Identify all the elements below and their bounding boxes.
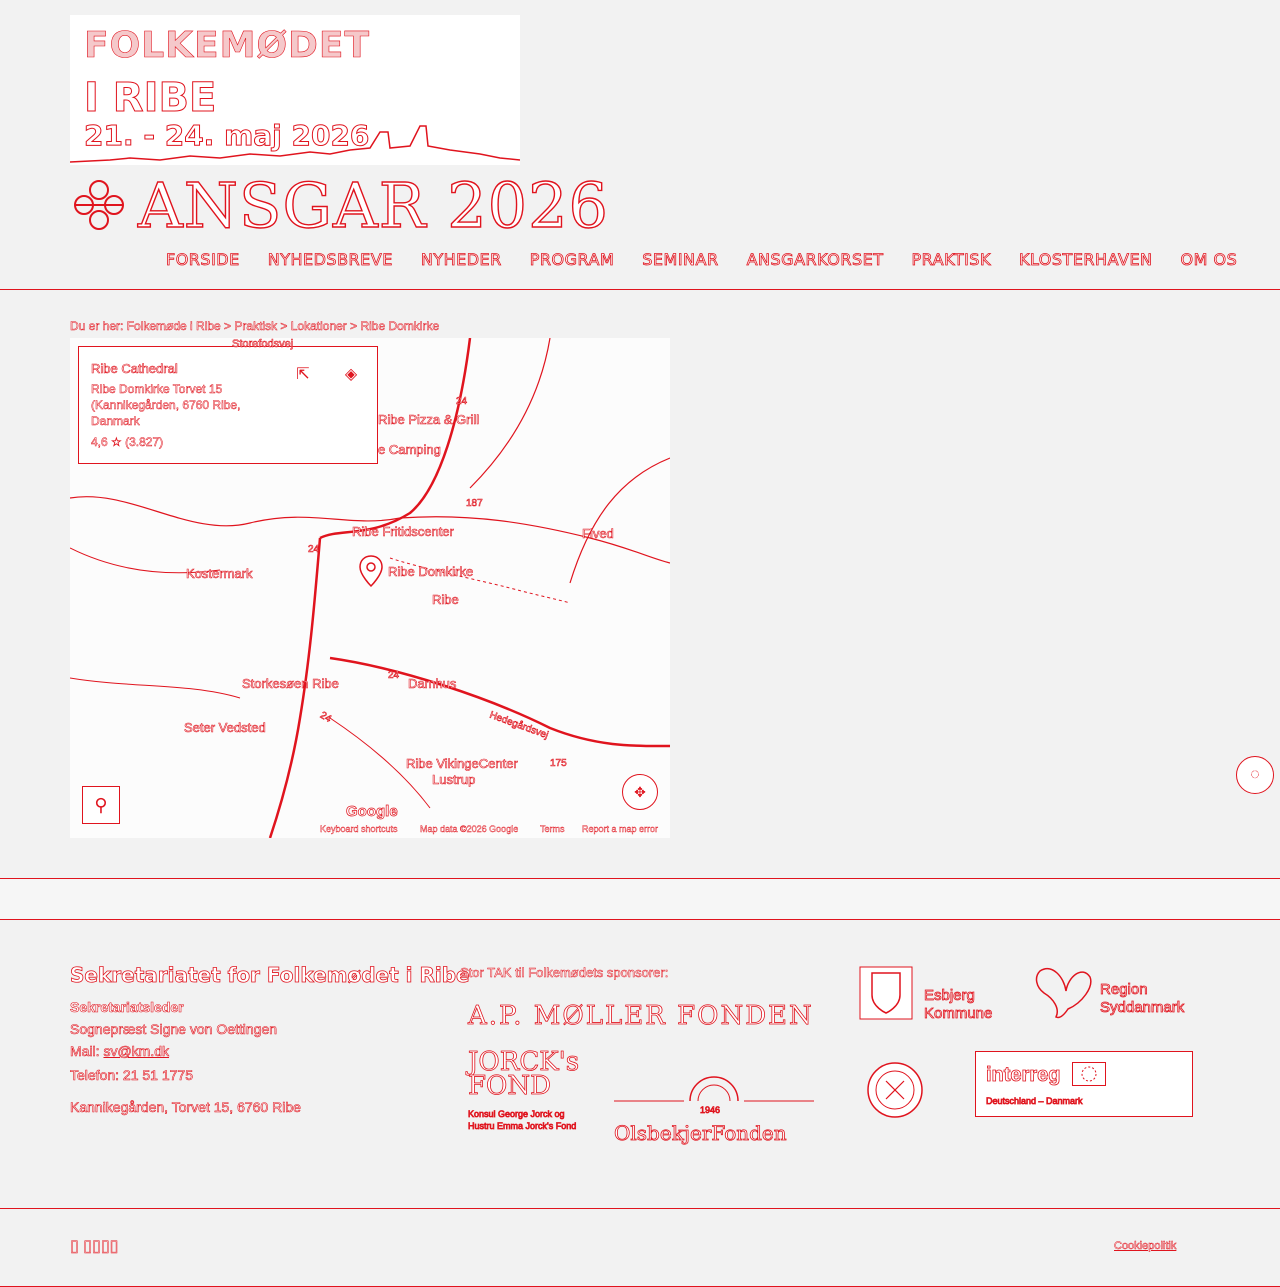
place-title: Ribe Cathedral bbox=[91, 361, 178, 377]
map-label-pizza[interactable]: Ribe Pizza & Grill bbox=[378, 412, 480, 428]
map-label-camping[interactable]: e Camping bbox=[378, 442, 441, 458]
footer-name: Sognepræst Signe von Oettingen bbox=[70, 1021, 278, 1038]
nav-item-ansgarkorset[interactable]: ANSGARKORSET bbox=[746, 250, 884, 270]
footer-mail-link[interactable]: sv@km.dk bbox=[103, 1043, 170, 1060]
interreg-title: interreg bbox=[986, 1064, 1061, 1087]
esbjerg-crest-icon bbox=[859, 966, 913, 1020]
nav-item-nyheder[interactable]: NYHEDER bbox=[420, 250, 502, 270]
footer-role: Sekretariatsleder bbox=[70, 999, 184, 1016]
map-data-attribution: Map data ©2026 Google bbox=[420, 824, 519, 834]
map-label-ribe: Ribe bbox=[432, 592, 459, 608]
footer-address: Kannikegården, Torvet 15, 6760 Ribe bbox=[70, 1099, 302, 1116]
google-map[interactable]: Ribe Cathedral Ribe Domkirke Torvet 15 (… bbox=[70, 338, 670, 838]
sponsor-region-line1[interactable]: Region bbox=[1100, 981, 1148, 999]
main-nav: FORSIDE NYHEDSBREVE NYHEDER PROGRAM SEMI… bbox=[166, 250, 1238, 270]
nav-item-klosterhaven[interactable]: KLOSTERHAVEN bbox=[1018, 250, 1153, 270]
map-label-domkirke[interactable]: Ribe Domkirke bbox=[388, 564, 474, 580]
cookie-policy-link[interactable]: Cookiepolitik bbox=[1114, 1240, 1177, 1253]
map-label-vikingecenter[interactable]: Ribe VikingeCenter bbox=[406, 756, 518, 772]
site-header: FOLKEMØDET I RIBE 21. - 24. maj 2026 ANS… bbox=[0, 0, 1280, 290]
logo-line-2: I RIBE bbox=[83, 75, 217, 122]
road-badge-24-south: 24 bbox=[388, 670, 400, 682]
chat-bubble-icon[interactable]: ◌ bbox=[1236, 756, 1274, 794]
nav-item-program[interactable]: PROGRAM bbox=[529, 250, 615, 270]
bottom-bar: ▯ ▯▯▯▯ Cookiepolitik bbox=[0, 1210, 1280, 1287]
sponsor-obel-year: 1946 bbox=[700, 1105, 721, 1116]
map-roads bbox=[70, 338, 670, 838]
logo-line-3: 21. - 24. maj 2026 bbox=[83, 119, 370, 153]
google-logo: Google bbox=[346, 803, 398, 821]
sponsor-esbjerg-line2[interactable]: Kommune bbox=[924, 1005, 993, 1023]
road-badge-187: 187 bbox=[466, 498, 483, 510]
road-badge-175: 175 bbox=[550, 758, 567, 770]
sponsor-apmoller[interactable]: A.P. MØLLER FONDEN bbox=[468, 1001, 814, 1032]
nav-item-seminar[interactable]: SEMINAR bbox=[642, 250, 719, 270]
footer-mail-row: Mail: sv@km.dk bbox=[70, 1043, 170, 1060]
location-pin-icon[interactable] bbox=[358, 554, 384, 588]
map-label-fritidscenter[interactable]: Ribe Fritidscenter bbox=[352, 524, 454, 540]
sponsor-esbjerg-line1[interactable]: Esbjerg bbox=[924, 987, 976, 1005]
road-badge-24-north: 24 bbox=[456, 396, 468, 408]
terms-link[interactable]: Terms bbox=[540, 824, 565, 834]
map-label-lustrup: Lustrup bbox=[432, 772, 476, 788]
directions-icon[interactable]: ◈ bbox=[344, 366, 358, 383]
nav-item-forside[interactable]: FORSIDE bbox=[166, 250, 240, 270]
interreg-subtitle: Deutschland – Danmark bbox=[986, 1096, 1083, 1107]
eu-flag-icon bbox=[1072, 1062, 1106, 1086]
ansgar-title-text: ANSGAR 2026 bbox=[137, 168, 609, 242]
site-footer: Sekretariatet for Folkemødet i Ribe Sekr… bbox=[0, 921, 1280, 1209]
ansgar-cross-icon bbox=[74, 180, 124, 230]
skyline-icon bbox=[70, 125, 520, 163]
sponsor-jorck-sub1: Konsul George Jorck og bbox=[468, 1109, 565, 1120]
map-label-kostermark: Kostermark bbox=[186, 566, 253, 582]
nav-item-nyhedsbreve[interactable]: NYHEDSBREVE bbox=[267, 250, 393, 270]
logo-line-1: FOLKEMØDET bbox=[84, 25, 371, 67]
map-camera-control-icon[interactable]: ✥ bbox=[622, 774, 658, 810]
sponsor-region-line2[interactable]: Syddanmark bbox=[1100, 999, 1185, 1017]
ribe-seal-icon bbox=[867, 1062, 923, 1118]
region-syddanmark-butterfly-icon bbox=[1035, 968, 1092, 1019]
breadcrumb[interactable]: Du er her: Folkemøde i Ribe > Praktisk >… bbox=[70, 319, 440, 334]
bottom-logo[interactable]: ▯ ▯▯▯▯ bbox=[70, 1238, 119, 1256]
map-label-fived: Fived bbox=[582, 526, 614, 542]
section-divider bbox=[0, 878, 1280, 920]
map-label-seter-vedsted: Seter Vedsted bbox=[184, 720, 266, 736]
sponsor-jorck-sub2: Hustru Emma Jorck's Fond bbox=[468, 1121, 577, 1132]
nav-item-om-os[interactable]: OM OS bbox=[1180, 250, 1238, 270]
report-map-error-link[interactable]: Report a map error bbox=[582, 824, 659, 834]
nav-item-praktisk[interactable]: PRAKTISK bbox=[911, 250, 991, 270]
folkemodet-logo[interactable]: FOLKEMØDET I RIBE 21. - 24. maj 2026 bbox=[70, 15, 520, 165]
sponsor-interreg[interactable]: interreg Deutschland – Danmark bbox=[975, 1051, 1193, 1117]
ansgar-logo[interactable]: ANSGAR 2026 bbox=[70, 168, 609, 242]
map-label-storkesoen[interactable]: Storkesøen Ribe bbox=[242, 676, 339, 692]
place-info-card: Ribe Cathedral Ribe Domkirke Torvet 15 (… bbox=[78, 346, 378, 464]
map-label-storefoot: Storefodsvej bbox=[232, 338, 294, 350]
map-label-damhus: Damhus bbox=[408, 676, 457, 692]
footer-title: Sekretariatet for Folkemødet i Ribe bbox=[70, 963, 470, 988]
footer-phone: Telefon: 21 51 1775 bbox=[70, 1067, 194, 1084]
place-rating[interactable]: 4,6 ☆ (3.827) bbox=[91, 435, 164, 450]
street-view-pegman-icon[interactable]: ⚲ bbox=[82, 786, 120, 824]
obel-sun-icon bbox=[614, 1076, 814, 1102]
footer-mail-label: Mail: bbox=[70, 1043, 104, 1060]
road-badge-24-west: 24 bbox=[308, 544, 320, 556]
sponsor-jorck-line2[interactable]: FOND bbox=[468, 1071, 552, 1102]
place-address: Ribe Domkirke Torvet 15 (Kannikegården, … bbox=[91, 382, 241, 429]
sponsor-heading: Stor TAK til Folkemødets sponsorer: bbox=[460, 965, 669, 981]
keyboard-shortcuts-link[interactable]: Keyboard shortcuts bbox=[320, 824, 398, 834]
sponsor-jorck-line1[interactable]: JORCK's bbox=[468, 1047, 580, 1078]
sponsor-obel[interactable]: OlsbekjerFonden bbox=[614, 1121, 787, 1146]
open-in-maps-icon[interactable]: ⇱ bbox=[296, 366, 310, 383]
